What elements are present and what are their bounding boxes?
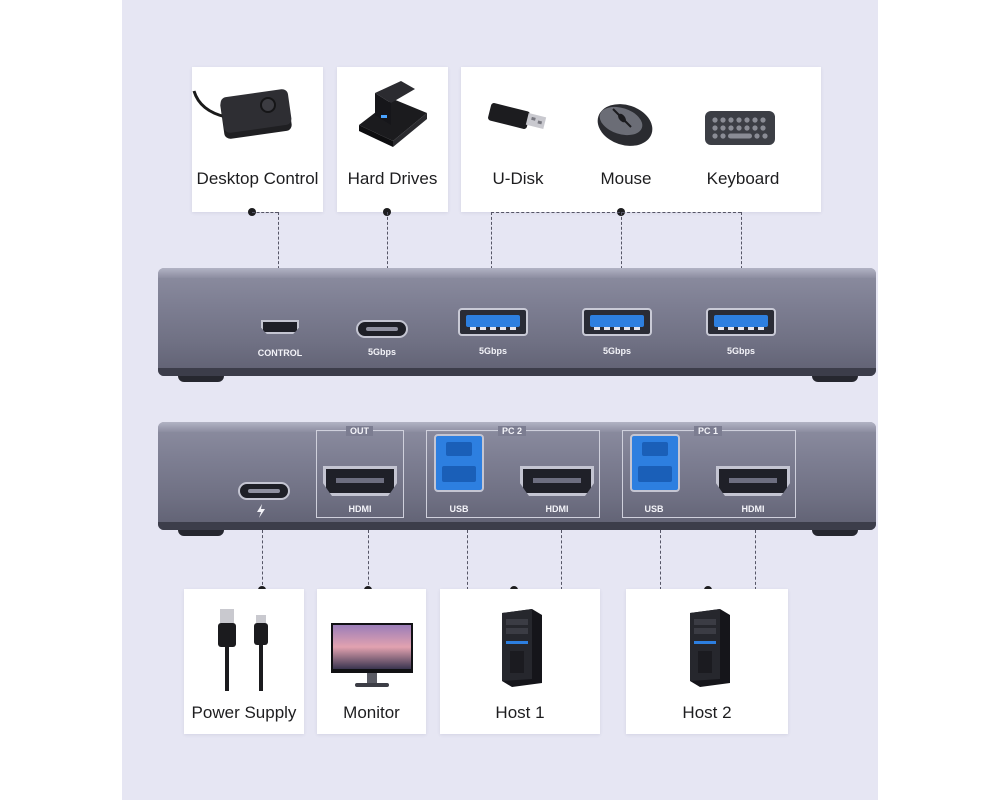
usb-a-port-2 [582, 308, 652, 336]
host-2-label: Host 2 [682, 703, 732, 722]
hub-front-foot-left [178, 376, 224, 382]
usb-disk-icon [488, 103, 547, 129]
hdmi-out-port [323, 466, 397, 496]
pc1-usb-b-port [630, 434, 680, 492]
usb-c-speed-label: 5Gbps [367, 347, 396, 357]
monitor-icon [331, 623, 413, 687]
card-usb-devices: U-Disk Mouse Keyboard [461, 67, 821, 212]
hub-rear: OUT HDMI PC 2 USB HDMI PC 1 USB HDMI [158, 422, 876, 530]
hard-drive-icon [359, 81, 427, 147]
connector-line [755, 530, 756, 590]
hub-rear-foot-left [178, 530, 224, 536]
hub-rear-foot-right [812, 530, 858, 536]
out-group-title: OUT [346, 426, 373, 436]
card-monitor: Monitor [317, 589, 426, 734]
connector-line [387, 212, 388, 274]
usb-c-power-port [238, 482, 290, 500]
card-power-supply: Power Supply [184, 589, 304, 734]
mouse-label: Mouse [600, 169, 652, 188]
mini-usb-control-port [261, 320, 299, 334]
card-desktop-control: Desktop Control [192, 67, 323, 212]
hdmi-out-label: HDMI [348, 504, 372, 514]
pc2-usb-b-port [434, 434, 484, 492]
host-1-label: Host 1 [495, 703, 545, 722]
lightning-bolt-icon [257, 504, 265, 518]
pc1-hdmi-label: HDMI [741, 504, 765, 514]
connector-line [278, 212, 279, 274]
usb-a-1-speed-label: 5Gbps [478, 346, 507, 356]
hub-front-foot-right [812, 376, 858, 382]
connector-line [467, 530, 468, 590]
connector-line [368, 530, 369, 590]
connector-line [660, 530, 661, 590]
hub-bottom-edge [158, 368, 876, 376]
connector-line [491, 212, 492, 274]
pc2-hdmi-label: HDMI [545, 504, 569, 514]
connector-line [262, 530, 263, 590]
pc2-hdmi-port [520, 466, 594, 496]
connector-line [252, 212, 278, 213]
keyboard-label: Keyboard [706, 169, 780, 188]
usb-c-port-front [356, 320, 408, 338]
power-supply-label: Power Supply [191, 703, 297, 722]
desktop-tower-icon [502, 609, 542, 687]
desktop-control-label: Desktop Control [196, 169, 319, 188]
pc1-usb-label: USB [644, 504, 664, 514]
pc1-hdmi-port [716, 466, 790, 496]
desktop-control-switch-icon [192, 89, 292, 139]
usb-cable-icon [218, 609, 268, 691]
hub-bottom-edge [158, 522, 876, 530]
usb-a-2-speed-label: 5Gbps [602, 346, 631, 356]
pc2-usb-label: USB [449, 504, 469, 514]
card-hard-drives: Hard Drives [337, 67, 448, 212]
pc2-group-title: PC 2 [498, 426, 527, 436]
card-host-1: Host 1 [440, 589, 600, 734]
pc1-group-title: PC 1 [694, 426, 723, 436]
card-host-2: Host 2 [626, 589, 788, 734]
desktop-tower-icon [690, 609, 730, 687]
connector-line [561, 530, 562, 590]
usb-a-3-speed-label: 5Gbps [726, 346, 755, 356]
usb-a-port-1 [458, 308, 528, 336]
connector-line [741, 212, 742, 274]
usb-a-port-3 [706, 308, 776, 336]
hub-top-edge [158, 268, 876, 278]
connector-line [621, 212, 622, 274]
connector-line [491, 212, 741, 213]
monitor-label: Monitor [343, 703, 400, 722]
hard-drives-label: Hard Drives [347, 169, 438, 188]
mouse-icon [597, 104, 653, 146]
u-disk-label: U-Disk [492, 169, 544, 188]
keyboard-icon [705, 111, 775, 145]
control-port-label: CONTROL [257, 348, 303, 358]
hub-front: CONTROL 5Gbps 5Gbps 5Gbps 5Gbps [158, 268, 876, 376]
